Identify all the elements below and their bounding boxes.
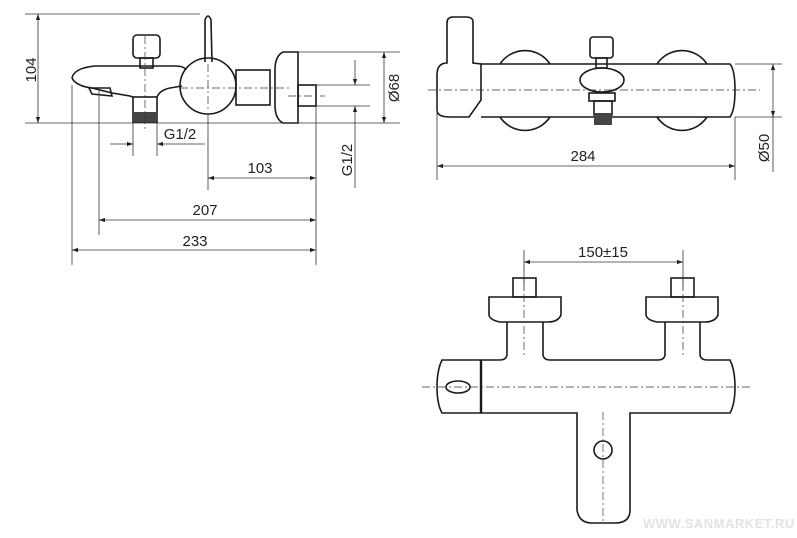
center-distance-label: 150±15 (578, 244, 628, 261)
spout (71, 65, 187, 98)
inlet-pipe (297, 84, 317, 107)
top-view: Ø50 284 (428, 16, 782, 180)
wall-flange (274, 51, 299, 124)
lever (204, 15, 213, 63)
body-diameter-label: Ø50 (756, 134, 773, 162)
outlet-thread-label: G1/2 (164, 126, 197, 143)
diverter-knob-top (589, 36, 614, 59)
inlet-left (488, 277, 562, 361)
front-view: 150±15 (422, 244, 752, 524)
diverter-plate (579, 67, 625, 93)
dim-284-label: 284 (570, 148, 595, 165)
side-view: 104 G1/2 G1/2 Ø68 103 207 233 (23, 13, 403, 265)
inlet-right (645, 277, 719, 361)
connector (235, 69, 271, 106)
spout-aerator (87, 87, 114, 97)
inlet-thread-label: G1/2 (339, 144, 356, 177)
dim-103-label: 103 (247, 160, 272, 177)
outlet-hole (593, 440, 613, 460)
body-front (436, 359, 736, 524)
height-dim-label: 104 (23, 57, 40, 82)
dim-207-label: 207 (192, 202, 217, 219)
lever-top (436, 16, 482, 118)
body-top (481, 63, 736, 118)
diverter-knob (132, 34, 161, 59)
watermark: WWW.SANMARKET.RU (643, 516, 795, 531)
diverter-stem (139, 57, 154, 69)
flange-diameter-label: Ø68 (386, 74, 403, 102)
flange-right (656, 49, 708, 132)
dim-233-label: 233 (182, 233, 207, 250)
flange-left (499, 49, 551, 132)
